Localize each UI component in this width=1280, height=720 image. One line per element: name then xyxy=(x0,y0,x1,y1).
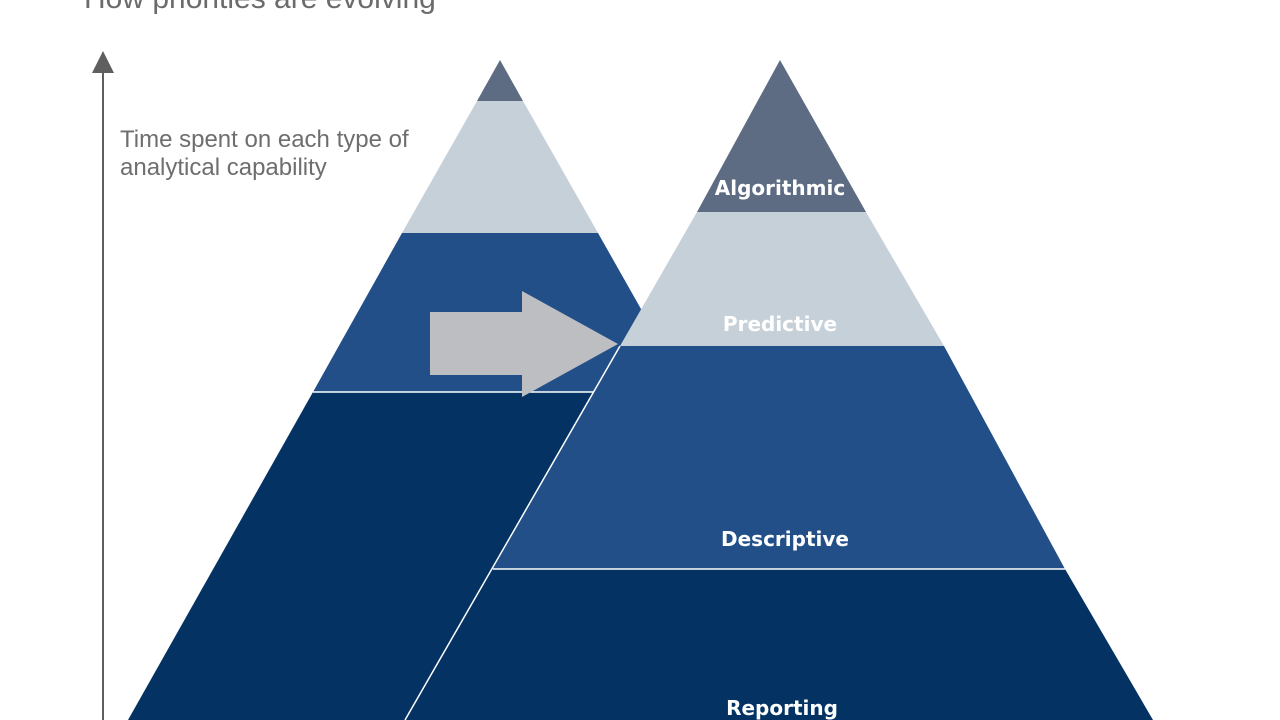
axis-caption: Time spent on each type of analytical ca… xyxy=(120,126,409,181)
block-arrow-right-icon xyxy=(430,291,618,397)
label-algorithmic: Algorithmic xyxy=(715,176,845,200)
after-reporting-band xyxy=(405,569,1153,720)
label-predictive: Predictive xyxy=(723,312,837,336)
after-left-edge-line xyxy=(404,345,621,720)
after-predictive-band xyxy=(620,212,944,346)
pyramid-after xyxy=(404,60,1153,720)
after-algorithmic-band xyxy=(697,60,866,212)
before-predictive-band xyxy=(402,101,598,233)
before-algorithmic-band xyxy=(477,60,523,101)
label-reporting: Reporting xyxy=(726,696,838,720)
after-descriptive-band xyxy=(493,346,1065,569)
axis-arrowhead-icon xyxy=(92,51,114,73)
page-title: How priorities are evolving xyxy=(84,0,436,16)
label-descriptive: Descriptive xyxy=(721,527,849,551)
